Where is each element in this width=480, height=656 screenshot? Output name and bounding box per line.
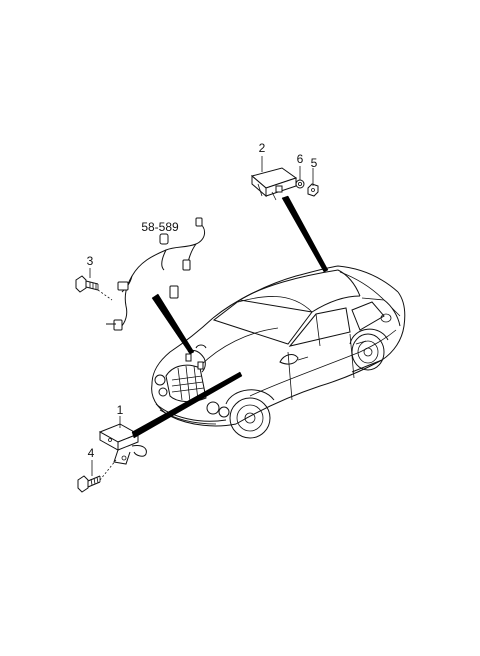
sensor-part-1 xyxy=(98,423,147,465)
callout-ref-wiring: 58-589 xyxy=(141,220,179,234)
car-illustration xyxy=(151,265,406,439)
callout-part-6: 6 xyxy=(297,152,304,166)
nut-part-5 xyxy=(307,183,319,197)
location-pointers xyxy=(131,195,329,439)
bolt-part-4 xyxy=(77,475,101,493)
callout-part-2: 2 xyxy=(259,141,266,155)
bolt-part-3 xyxy=(75,275,99,293)
callout-labels: 2 6 5 58-589 3 1 4 xyxy=(87,141,318,460)
callout-part-1: 1 xyxy=(117,403,124,417)
callout-part-3: 3 xyxy=(87,254,94,268)
wiring-harness xyxy=(106,217,207,373)
control-module-part-2 xyxy=(250,167,298,201)
washer-part-6 xyxy=(295,179,305,189)
callout-part-5: 5 xyxy=(311,156,318,170)
leader-lines xyxy=(89,156,314,481)
callout-part-4: 4 xyxy=(88,446,95,460)
